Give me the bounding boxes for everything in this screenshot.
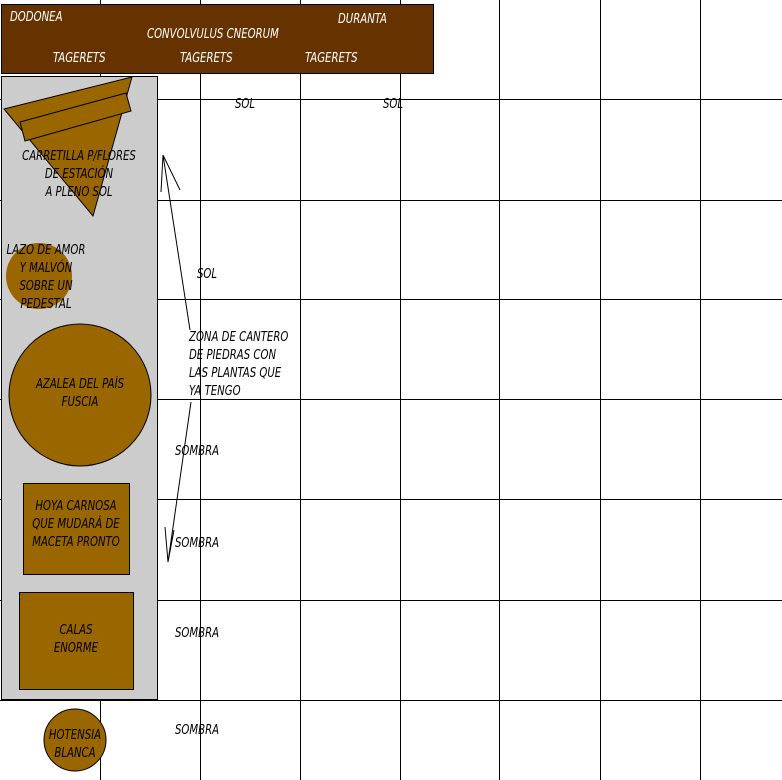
calas-label: CALAS ENORME <box>53 623 99 656</box>
carretilla-label: CARRETILLA P/FLORES DE ESTACIÓN A PLENO … <box>22 149 136 200</box>
lazo-label: LAZO DE AMOR Y MALVÓN SOBRE UN PEDESTAL <box>6 243 86 312</box>
zone-arrows <box>160 154 192 563</box>
lazo-pot <box>6 243 72 309</box>
sol-label-3: SOL <box>197 267 218 282</box>
azalea-circle <box>8 323 152 467</box>
sombra-label-4: SOMBRA <box>175 723 220 738</box>
sol-label-1: SOL <box>235 97 256 112</box>
calas-box <box>19 592 134 690</box>
sombra-label-2: SOMBRA <box>175 536 220 551</box>
wheelbarrow-handle <box>19 92 132 142</box>
azalea-label: AZALEA DEL PAÍS FUSCIA <box>35 377 125 410</box>
stone-zone-label: ZONA DE CANTERO DE PIEDRAS CON LAS PLANT… <box>189 330 289 399</box>
wheelbarrow-shape <box>3 76 133 218</box>
tagerets-label-2: TAGERETS <box>180 51 233 66</box>
sombra-label-3: SOMBRA <box>175 626 220 641</box>
dodonea-label: DODONEA <box>10 10 63 25</box>
header-bed <box>1 4 434 74</box>
hoya-label: HOYA CARNOSA QUE MUDARÁ DE MACETA PRONTO <box>32 499 120 550</box>
tagerets-label-1: TAGERETS <box>53 51 106 66</box>
hotensia-circle <box>43 708 107 772</box>
tagerets-label-3: TAGERETS <box>305 51 358 66</box>
arrow-up <box>160 154 191 331</box>
arrow-down <box>164 401 192 563</box>
sombra-label-1: SOMBRA <box>175 444 220 459</box>
convolvulus-label: CONVOLVULUS CNEORUM <box>147 27 279 42</box>
hoya-box <box>23 483 130 575</box>
sol-label-2: SOL <box>383 97 404 112</box>
duranta-label: DURANTA <box>338 12 388 27</box>
hotensia-label: HOTENSIA BLANCA <box>48 728 102 761</box>
